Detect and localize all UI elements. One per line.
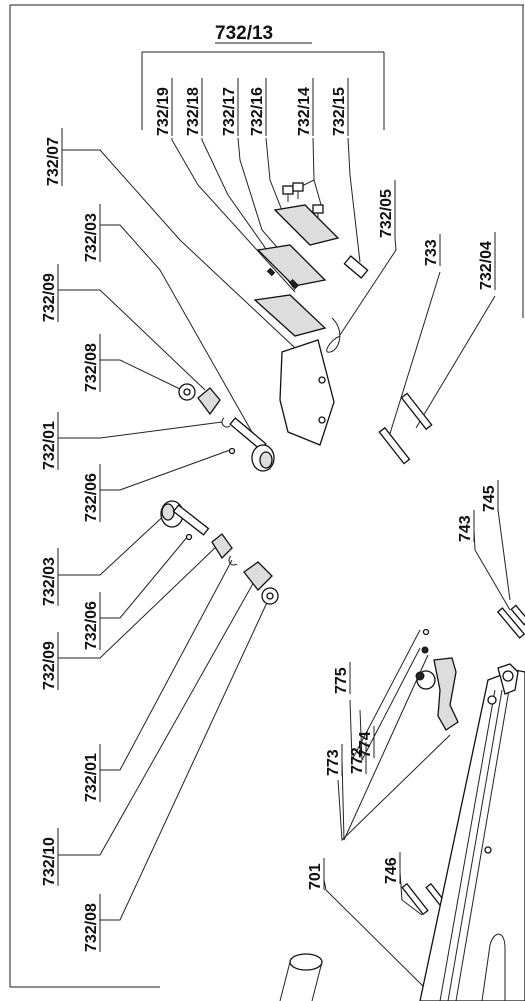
part-732-19 xyxy=(266,267,276,277)
spring-732-15 xyxy=(343,255,369,279)
label-775: 775 xyxy=(333,667,350,694)
knob-732-03a xyxy=(229,417,275,472)
labels-top: 732/19 732/18 732/17 732/16 732/14 732/1… xyxy=(45,78,496,290)
frame xyxy=(9,4,524,988)
label-732-08-top: 732/08 xyxy=(83,343,100,392)
lever-772 xyxy=(433,657,459,731)
plate-732-16 xyxy=(273,204,340,246)
label-732-14: 732/14 xyxy=(296,87,313,136)
pin-732-04 xyxy=(400,392,433,431)
pin-733 xyxy=(378,426,411,465)
ball-732-06b xyxy=(185,533,193,541)
label-746: 746 xyxy=(383,857,400,884)
tube xyxy=(279,953,323,1001)
leader-lines xyxy=(58,137,511,996)
label-701: 701 xyxy=(307,863,324,890)
labels-left: 732/09 732/08 732/01 732/06 732/03 732/0… xyxy=(41,264,101,952)
label-732-10: 732/10 xyxy=(41,837,58,886)
label-732-03-lower: 732/03 xyxy=(41,557,58,606)
label-732-05: 732/05 xyxy=(378,189,395,238)
group-bracket xyxy=(141,42,385,130)
label-732-19: 732/19 xyxy=(155,87,172,136)
label-732-16: 732/16 xyxy=(249,87,266,136)
plate-732-17 xyxy=(256,244,327,287)
label-732-08-lower: 732/08 xyxy=(83,903,100,952)
label-732-09-top: 732/09 xyxy=(41,273,58,322)
cover-732-07 xyxy=(279,339,335,446)
label-732-15: 732/15 xyxy=(331,87,348,136)
label-732-17: 732/17 xyxy=(221,87,238,136)
label-732-07: 732/07 xyxy=(45,137,62,186)
label-733: 733 xyxy=(423,239,440,266)
label-772: 772 xyxy=(349,747,366,774)
part-732-09a xyxy=(197,387,221,416)
label-743: 743 xyxy=(457,515,474,542)
label-745: 745 xyxy=(481,485,498,512)
pin-745 xyxy=(510,604,525,626)
block-732-10 xyxy=(243,561,273,591)
pin-746a xyxy=(401,882,429,916)
knob-732-03b xyxy=(160,500,210,536)
clip-732-01a xyxy=(221,417,231,428)
label-732-01-top: 732/01 xyxy=(41,421,58,470)
label-732-03-top: 732/03 xyxy=(83,213,100,262)
pin-732-18 xyxy=(289,279,299,289)
label-732-01-lower: 732/01 xyxy=(83,753,100,802)
label-732-18: 732/18 xyxy=(185,87,202,136)
clip-732-01b xyxy=(228,555,238,566)
label-732-04: 732/04 xyxy=(478,241,495,290)
label-732-06-top: 732/06 xyxy=(83,473,100,522)
bracket-plate xyxy=(253,294,327,337)
part-732-09b xyxy=(211,533,233,560)
ball-775 xyxy=(422,628,430,636)
pin-743 xyxy=(496,607,525,639)
ball-732-06a xyxy=(228,447,236,455)
wire-732-05 xyxy=(326,317,341,353)
screw-732-14 xyxy=(282,182,324,221)
labels-bottom: 743 745 775 774 773 772 746 701 xyxy=(307,480,499,890)
label-732-09-lower: 732/09 xyxy=(41,641,58,690)
frame-701 xyxy=(419,663,525,1001)
parts xyxy=(160,182,525,1001)
group-title: 732/13 xyxy=(215,23,273,44)
label-732-06-lower: 732/06 xyxy=(83,601,100,650)
washer-774 xyxy=(421,646,429,654)
label-773: 773 xyxy=(325,749,342,776)
